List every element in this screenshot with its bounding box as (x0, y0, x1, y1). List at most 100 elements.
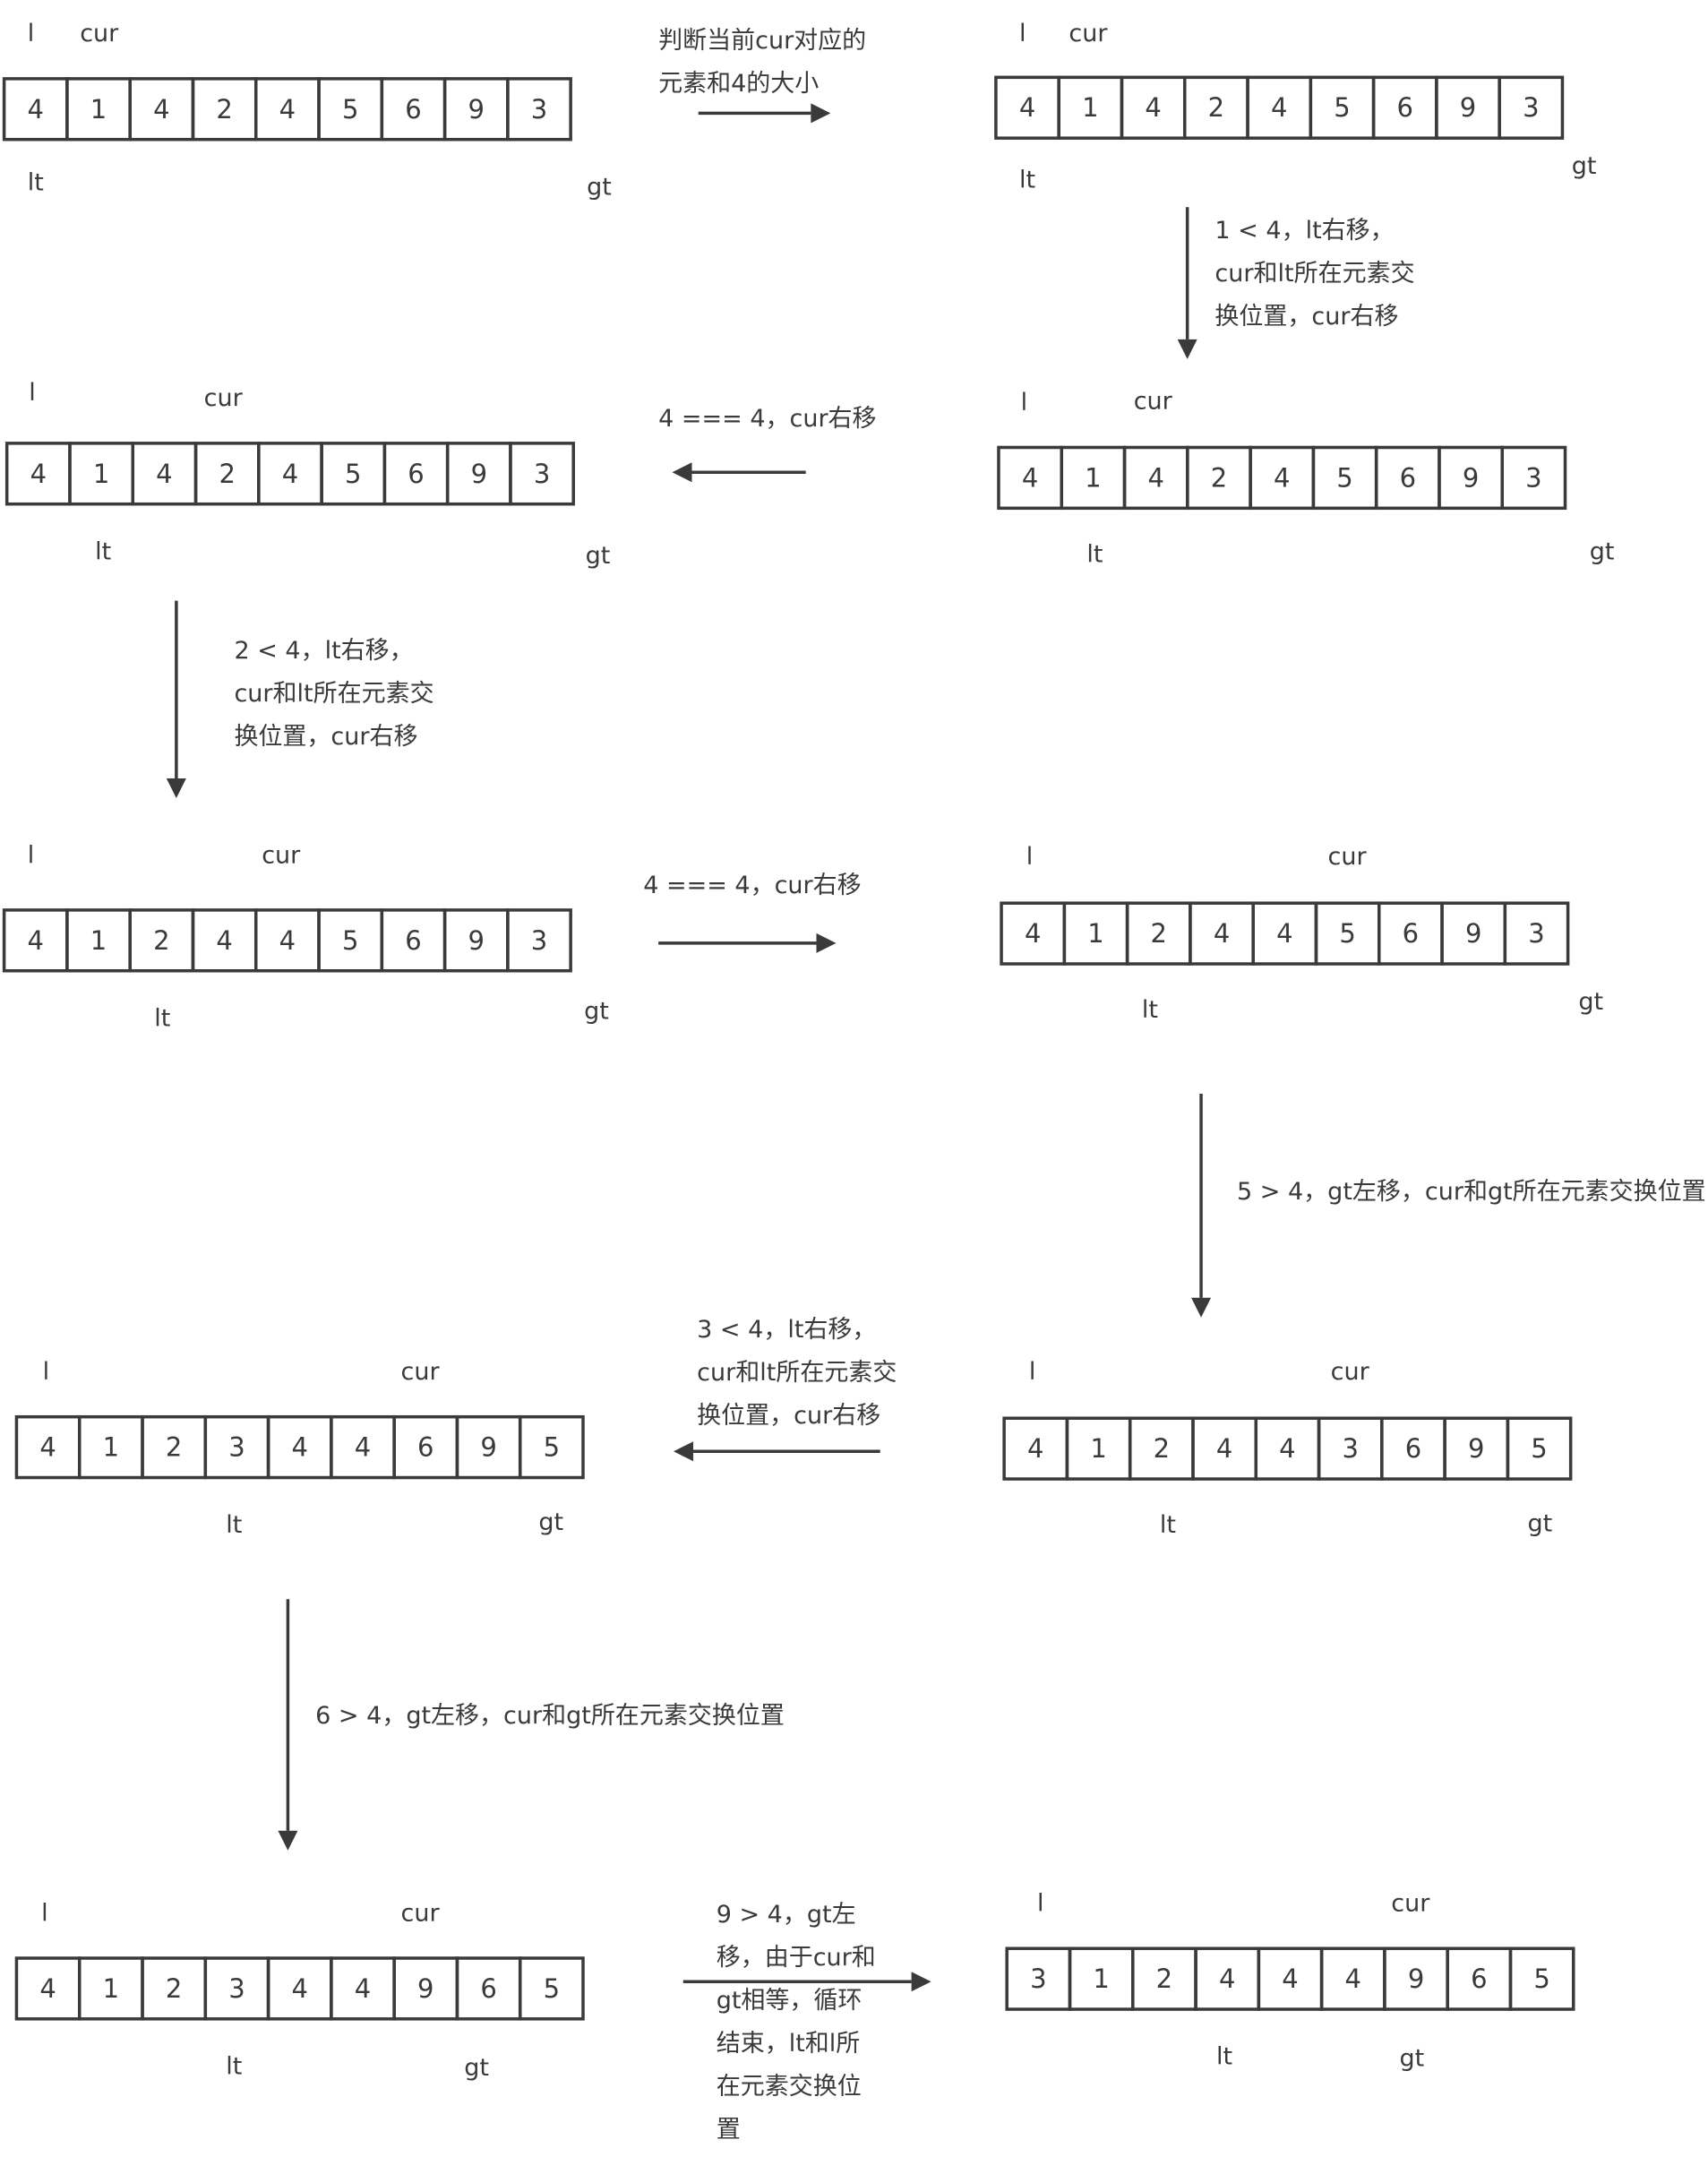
array-cell-value: 5 (544, 1973, 560, 2004)
array-cell-value: 6 (1400, 462, 1416, 493)
array-cell-value: 9 (1463, 462, 1479, 493)
array-cell-value: 9 (1468, 1433, 1484, 1464)
array-cell (509, 442, 575, 506)
array-cell-value: 4 (355, 1973, 371, 2004)
pointer-label-gt: gt (1528, 1510, 1553, 1538)
pointer-label-gt: gt (1400, 2044, 1425, 2072)
array-cell-value: 9 (480, 1432, 496, 1463)
step-note-line: 9 > 4，gt左 (716, 1900, 856, 1929)
pointer-label-l: l (1026, 843, 1034, 871)
step-note-2: 1 < 4，lt右移，cur和lt所在元素交换位置，cur右移 (1214, 210, 1414, 339)
array-cell-value: 4 (1145, 92, 1161, 123)
array-cell-value: 4 (1019, 92, 1035, 123)
array-cell-value: 5 (342, 925, 358, 956)
step-note-line: 5 > 4，gt左移，cur和gt所在元素交换位置 (1237, 1178, 1706, 1207)
pointer-label-cur: cur (1328, 843, 1368, 871)
array-cell-value: 4 (1345, 1964, 1361, 1994)
array-cell-value: 1 (1087, 918, 1103, 949)
array-cell-value: 1 (103, 1432, 119, 1463)
array-cell (1506, 1416, 1573, 1481)
step-note-line: 6 > 4，gt左移，cur和gt所在元素交换位置 (315, 1701, 785, 1730)
step-arrow-5 (658, 932, 837, 953)
step-arrow-2 (1177, 207, 1197, 359)
step-note-line: 1 < 4，lt右移， (1214, 217, 1395, 245)
array-cell-value: 9 (1408, 1964, 1424, 1994)
array-cell-value: 4 (39, 1973, 56, 2004)
step-arrow-6 (1191, 1093, 1212, 1318)
array-cell-value: 4 (216, 925, 232, 956)
pointer-label-cur: cur (80, 20, 119, 47)
pointer-label-l: l (28, 842, 35, 870)
array-cell-value: 4 (1279, 1433, 1295, 1464)
pointer-label-cur: cur (1069, 20, 1108, 47)
array-cell-value: 2 (1211, 462, 1227, 493)
array-cell (518, 1414, 585, 1480)
array-cell (506, 77, 572, 142)
pointer-label-l: l (28, 20, 35, 47)
array-cell-value: 5 (1533, 1964, 1549, 1994)
array-cell-value: 5 (345, 459, 361, 489)
array-cell-value: 1 (1090, 1433, 1106, 1464)
array-cell-value: 1 (1082, 92, 1098, 123)
step-note-line: 移，由于cur和 (716, 1943, 876, 1972)
pointer-label-cur: cur (1391, 1890, 1430, 1918)
pointer-label-l: l (29, 379, 36, 407)
array-cell-value: 5 (1336, 462, 1352, 493)
arrow-head (674, 1441, 694, 1462)
step-note-line: 4 === 4，cur右移 (643, 872, 862, 900)
step-arrow-7 (674, 1441, 880, 1462)
array-cell-value: 3 (531, 94, 547, 125)
arrow-head (816, 932, 837, 953)
step-note-line: 判断当前cur对应的 (658, 26, 867, 55)
array-cell-value: 9 (468, 925, 485, 956)
pointer-label-lt: lt (226, 1511, 242, 1539)
array-cell-value: 6 (405, 94, 421, 125)
array-cell-value: 3 (1030, 1964, 1046, 1994)
pointer-label-lt: lt (1142, 996, 1158, 1024)
array-cell-value: 4 (1271, 92, 1287, 123)
arrow-head (1177, 339, 1197, 359)
array-cell-value: 1 (90, 925, 107, 956)
step-note-line: 在元素交换位 (716, 2072, 862, 2101)
array-cell-value: 6 (408, 459, 424, 489)
array-cell-value: 4 (1025, 918, 1041, 949)
step-note-line: gt相等，循环 (716, 1986, 863, 2015)
pointer-label-cur: cur (1134, 387, 1173, 415)
pointer-label-cur: cur (1331, 1358, 1370, 1386)
array-cell-value: 4 (1147, 462, 1163, 493)
array-cell-value: 2 (166, 1432, 182, 1463)
array-cell-value: 9 (417, 1973, 433, 2004)
pointer-label-l: l (1029, 1358, 1036, 1386)
step-note-4: 2 < 4，lt右移，cur和lt所在元素交换位置，cur右移 (234, 630, 433, 759)
pointer-label-lt: lt (226, 2053, 242, 2081)
step-note-6: 5 > 4，gt左移，cur和gt所在元素交换位置 (1237, 1171, 1706, 1214)
array-cell-value: 4 (1216, 1433, 1232, 1464)
array-cell-value: 5 (342, 94, 358, 125)
arrow-head (911, 1972, 931, 1992)
step-note-line: 结束，lt和l所 (716, 2029, 861, 2058)
array-cell (1498, 75, 1565, 140)
array-cell-value: 5 (1339, 918, 1355, 949)
array-cell-value: 3 (531, 925, 547, 956)
step-arrow-4 (166, 600, 186, 799)
pointer-label-gt: gt (586, 542, 611, 570)
array-cell-value: 4 (1022, 462, 1038, 493)
array-cell-value: 3 (1528, 918, 1544, 949)
step-note-line: 3 < 4，lt右移， (697, 1316, 877, 1345)
array-cell-value: 9 (471, 459, 487, 489)
array-cell (1508, 1946, 1575, 2011)
array-cell-value: 1 (93, 459, 109, 489)
arrow-head (1191, 1297, 1212, 1318)
pointer-label-l: l (41, 1899, 48, 1927)
array-cell-value: 3 (1525, 462, 1541, 493)
step-arrow-3 (672, 462, 806, 483)
array-cell-value: 2 (1156, 1964, 1172, 1994)
arrow-head (278, 1830, 298, 1851)
pointer-label-l: l (1019, 20, 1026, 47)
array-cell-value: 6 (480, 1973, 496, 2004)
array-cell (1500, 445, 1567, 511)
